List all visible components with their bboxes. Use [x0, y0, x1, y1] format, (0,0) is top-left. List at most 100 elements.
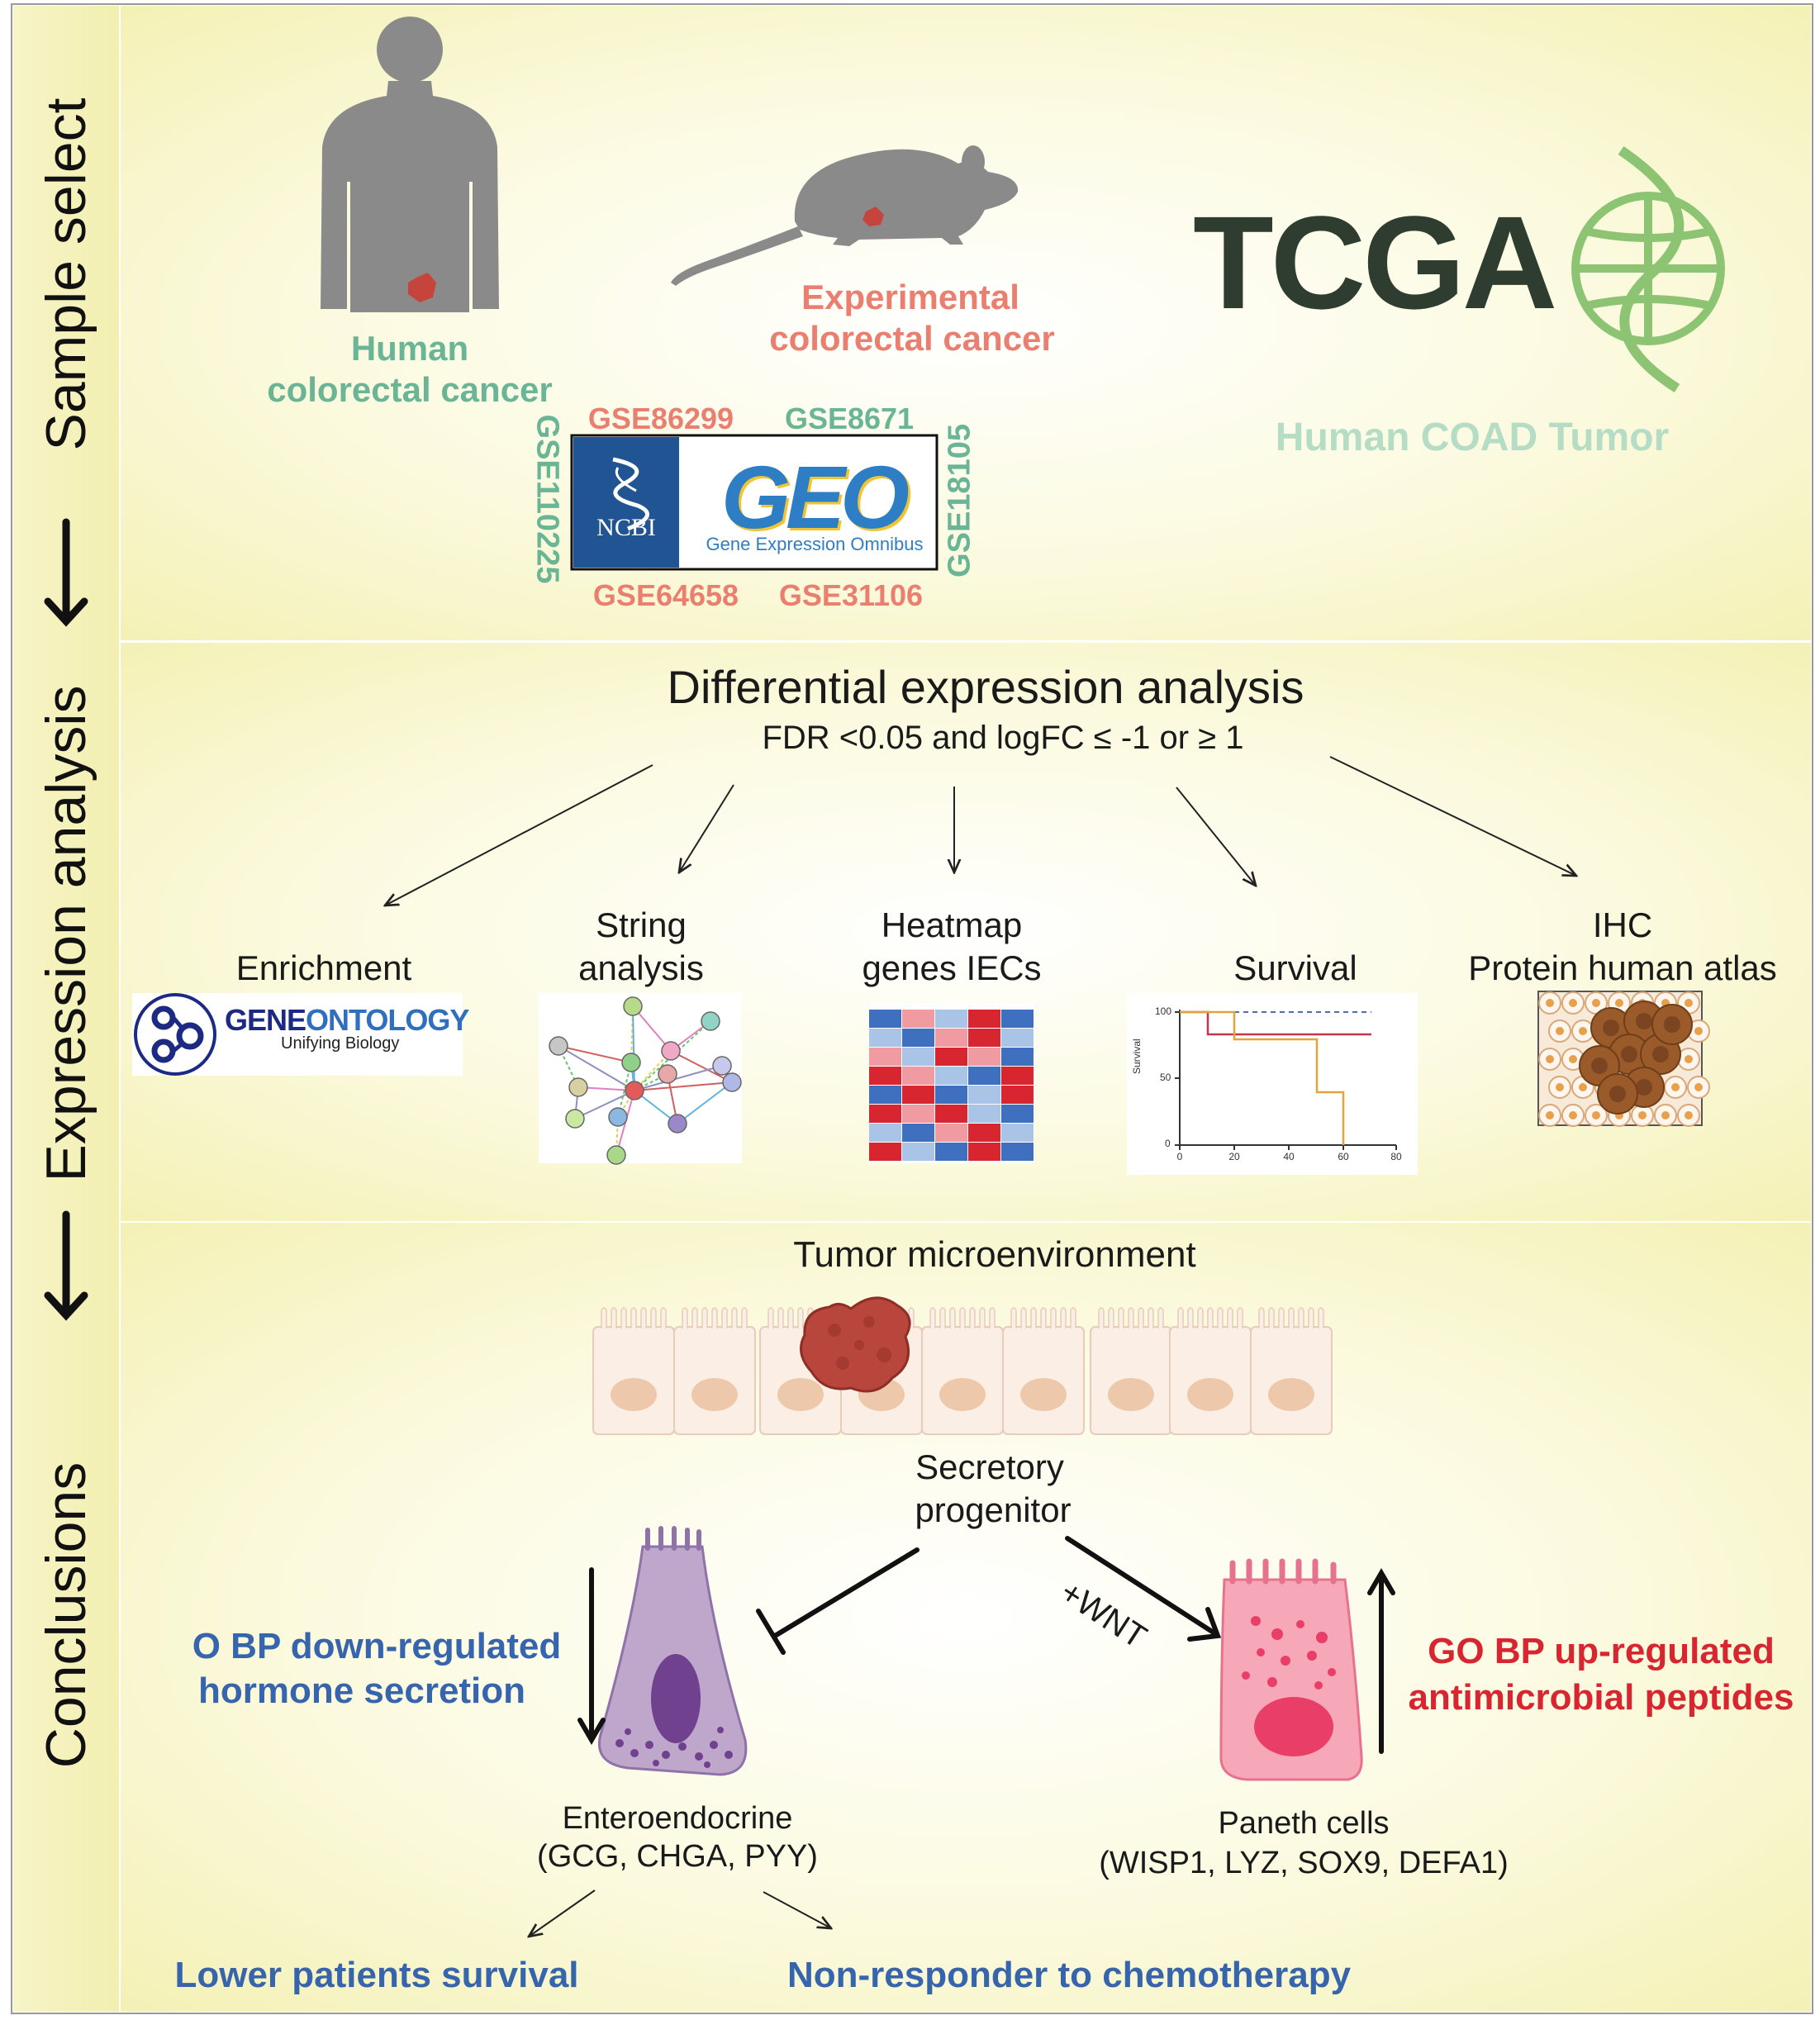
- microvillus: [979, 1307, 986, 1328]
- heatmap-cell: [935, 1048, 967, 1066]
- epithelial-nucleus: [1187, 1378, 1233, 1411]
- microvillus: [1118, 1307, 1124, 1328]
- survival-y-axis-label: Survival: [1131, 1039, 1143, 1074]
- microvillus: [969, 1307, 976, 1328]
- up-regulation-arrow: [1367, 1568, 1395, 1754]
- microvillus: [1217, 1307, 1224, 1328]
- network-node: [701, 1011, 720, 1031]
- gse8671-label: GSE8671: [784, 402, 915, 435]
- progenitor-label-line1: Secretory: [915, 1447, 1064, 1486]
- microvillus: [777, 1307, 784, 1328]
- heatmap-cell: [902, 1124, 934, 1142]
- ihc-nucleus: [1569, 999, 1577, 1007]
- heatmap-cell: [935, 1067, 967, 1085]
- human-tumor: [408, 273, 436, 302]
- ihc-nucleus: [1579, 1027, 1587, 1035]
- network-node: [668, 1114, 687, 1134]
- ihc-nucleus: [1569, 1111, 1577, 1119]
- heatmap-cell: [1001, 1105, 1034, 1123]
- survival-xtick-20: 20: [1228, 1151, 1240, 1162]
- heatmap-cell: [869, 1067, 901, 1085]
- wnt-activation-arrow: [1065, 1536, 1222, 1642]
- heatmap-cell: [968, 1124, 1000, 1142]
- microvillus: [1108, 1307, 1114, 1328]
- ihc-nucleus: [1671, 1083, 1680, 1091]
- gse86299-label: GSE86299: [587, 402, 734, 435]
- human-crc-label-line2: colorectal cancer: [267, 370, 553, 409]
- microvillus: [1177, 1307, 1184, 1328]
- flow-arrow-down: [44, 518, 88, 1321]
- network-node: [712, 1056, 732, 1076]
- heatmap-cell: [1001, 1048, 1034, 1066]
- heatmap-cell: [935, 1029, 967, 1047]
- heatmap-label-line2: genes IECs: [862, 948, 1042, 987]
- heatmap-cell: [1001, 1010, 1034, 1028]
- down-regulated-label-line1: O BP down-regulated: [192, 1626, 562, 1666]
- ihc-label-line2: Protein human atlas: [1468, 948, 1777, 987]
- microvillus: [1157, 1307, 1164, 1328]
- ihc-nucleus: [1661, 1111, 1670, 1119]
- network-node: [658, 1064, 677, 1084]
- heatmap-cell: [869, 1086, 901, 1104]
- up-regulated-label-line1: GO BP up-regulated: [1428, 1631, 1775, 1671]
- heatmap-cell: [968, 1010, 1000, 1028]
- ihc-nucleus: [1579, 1083, 1587, 1091]
- heatmap-cell: [869, 1105, 901, 1123]
- epithelial-nucleus: [1108, 1378, 1154, 1411]
- string-network-image: [539, 993, 742, 1165]
- survival-xtick-0: 0: [1176, 1151, 1183, 1162]
- heatmap-cell: [968, 1029, 1000, 1047]
- heatmap-cell: [1001, 1067, 1034, 1085]
- experimental-crc-label-line1: Experimental: [801, 278, 1019, 316]
- network-edge: [632, 1005, 672, 1052]
- epithelial-nucleus: [1268, 1378, 1314, 1411]
- ihc-nucleus: [1546, 1055, 1554, 1063]
- microvillus: [701, 1307, 708, 1328]
- microvillus: [640, 1307, 647, 1328]
- microvillus: [1197, 1307, 1204, 1328]
- survival-ytick-50: 50: [1160, 1072, 1171, 1083]
- experimental-crc-label-line2: colorectal cancer: [769, 319, 1055, 358]
- section-label-expression-analysis: Expression analysis: [35, 685, 97, 1182]
- heatmap-image: [869, 1003, 1034, 1163]
- network-edge: [634, 1081, 733, 1091]
- microvillus: [1318, 1307, 1324, 1328]
- microvillus: [1040, 1307, 1047, 1328]
- heatmap-cell: [935, 1086, 967, 1104]
- paneth-markers: (WISP1, LYZ, SOX9, DEFA1): [1099, 1846, 1509, 1880]
- heatmap-cell: [1001, 1029, 1034, 1047]
- microvillus: [1050, 1307, 1057, 1328]
- paneth-cell: [1219, 1558, 1363, 1781]
- microvillus: [682, 1307, 688, 1328]
- microvillus: [1278, 1307, 1285, 1328]
- network-node: [549, 1036, 568, 1056]
- enteroendocrine-label-line1: Enteroendocrine: [562, 1801, 793, 1836]
- epithelial-nucleus: [691, 1378, 738, 1411]
- ihc-image: [1537, 991, 1710, 1127]
- microvillus: [1020, 1307, 1027, 1328]
- microvillus: [939, 1307, 946, 1328]
- gse18105-label: GSE18105: [942, 424, 977, 577]
- microvillus: [611, 1307, 617, 1328]
- ihc-nucleus: [1556, 1083, 1564, 1091]
- ihc-stained-nucleus: [1636, 1013, 1652, 1029]
- microvillus: [1148, 1307, 1154, 1328]
- ihc-nucleus: [1615, 999, 1623, 1007]
- heatmap-cell: [869, 1029, 901, 1047]
- network-node: [661, 1041, 681, 1061]
- progenitor-label-line2: progenitor: [915, 1490, 1072, 1529]
- enrichment-label: Enrichment: [235, 948, 412, 987]
- heatmap-cell: [935, 1124, 967, 1142]
- tme-label: Tumor microenvironment: [793, 1234, 1196, 1275]
- heatmap-cell: [968, 1143, 1000, 1161]
- survival-xtick-40: 40: [1283, 1151, 1295, 1162]
- network-node: [621, 1053, 641, 1072]
- geo-logo-text: GEO: [720, 447, 910, 547]
- microvillus: [1030, 1307, 1037, 1328]
- ncbi-label: NCBI: [596, 514, 656, 541]
- microvillus: [741, 1307, 748, 1328]
- geneontology-tagline: Unifying Biology: [281, 1034, 400, 1053]
- network-node: [722, 1072, 742, 1092]
- heatmap-label-line1: Heatmap: [881, 905, 1023, 944]
- survival-ytick-0: 0: [1165, 1138, 1171, 1149]
